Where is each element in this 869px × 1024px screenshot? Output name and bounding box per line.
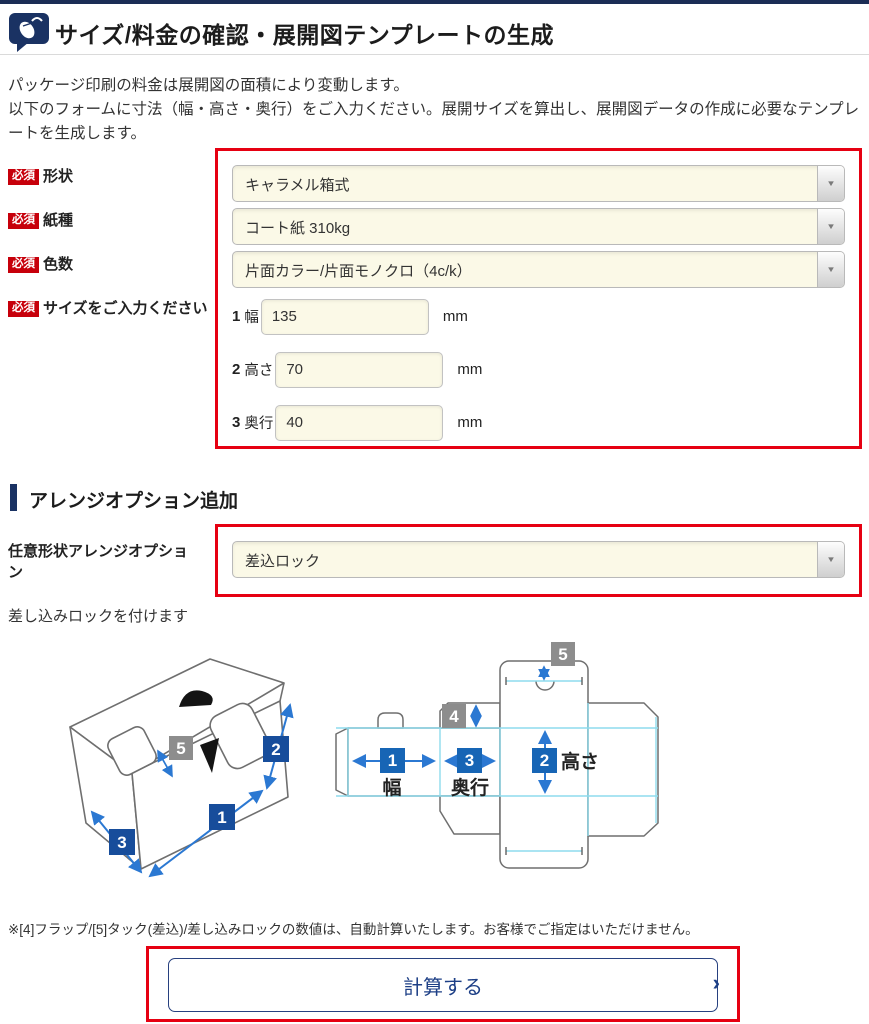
top-border bbox=[0, 0, 869, 4]
label-size-text: サイズをご入力ください bbox=[43, 300, 208, 317]
dimension-badges-flat: 1 3 2 4 5 bbox=[380, 642, 575, 773]
svg-text:4: 4 bbox=[449, 707, 459, 726]
svg-text:高さ: 高さ bbox=[561, 750, 599, 773]
intro-text: パッケージ印刷の料金は展開図の面積により変動します。 以下のフォームに寸法（幅・… bbox=[8, 74, 860, 146]
label-colors-text: 色数 bbox=[43, 256, 74, 273]
height-input[interactable] bbox=[275, 351, 444, 388]
size-row-dimension: 高さ bbox=[244, 363, 274, 379]
title-divider bbox=[0, 54, 869, 55]
form-annotation-box: キャラメル箱式 ▼ コート紙 310kg ▼ 片面カラー/片面モノクロ（4c/k… bbox=[215, 148, 862, 449]
label-arrange-option: 任意形状アレンジオプション bbox=[8, 543, 189, 581]
svg-text:奥行: 奥行 bbox=[451, 776, 489, 799]
calculate-button[interactable]: 計算する bbox=[168, 958, 718, 1012]
svg-text:5: 5 bbox=[176, 739, 185, 758]
fold-lines bbox=[336, 680, 658, 852]
size-row-number: 3 bbox=[232, 414, 241, 431]
shape-select-value: キャラメル箱式 bbox=[245, 177, 350, 194]
required-badge: 必須 bbox=[8, 256, 39, 274]
colors-select[interactable]: 片面カラー/片面モノクロ（4c/k） ▼ bbox=[232, 251, 845, 288]
paper-select-value: コート紙 310kg bbox=[245, 220, 351, 237]
depth-input[interactable] bbox=[275, 404, 444, 441]
size-row-unit: mm bbox=[442, 308, 468, 325]
svg-text:1: 1 bbox=[217, 808, 226, 827]
arrange-option-select-value: 差込ロック bbox=[245, 553, 321, 570]
svg-text:3: 3 bbox=[465, 751, 474, 770]
intro-line-2: 以下のフォームに寸法（幅・高さ・奥行）をご入力ください。展開サイズを算出し、展開… bbox=[8, 101, 860, 142]
lock-slot-cutout bbox=[200, 738, 219, 773]
button-annotation-box: 計算する › bbox=[146, 946, 740, 1022]
dropdown-arrow-icon: ▼ bbox=[817, 166, 844, 201]
shape-select[interactable]: キャラメル箱式 ▼ bbox=[232, 165, 845, 202]
section-title: アレンジオプション追加 bbox=[29, 491, 239, 512]
dieline-illustration: 1 3 2 4 5 幅 奥行 高さ bbox=[330, 633, 662, 888]
svg-text:1: 1 bbox=[388, 751, 397, 770]
svg-text:3: 3 bbox=[117, 833, 126, 852]
svg-text:2: 2 bbox=[271, 740, 280, 759]
arrange-option-description: 差し込みロックを付けます bbox=[8, 608, 189, 625]
dimension-labels: 幅 奥行 高さ bbox=[382, 750, 599, 799]
box-3d-illustration: 5 2 1 3 bbox=[42, 645, 332, 915]
label-shape: 必須形状 bbox=[8, 166, 73, 187]
colors-select-value: 片面カラー/片面モノクロ（4c/k） bbox=[245, 263, 472, 280]
size-row-dimension: 奥行 bbox=[244, 416, 274, 432]
page-title: サイズ/料金の確認・展開図テンプレートの生成 bbox=[55, 22, 555, 48]
option-annotation-box: 差込ロック ▼ bbox=[215, 524, 862, 597]
size-row-depth: 3 奥行 mm bbox=[232, 404, 482, 441]
label-size: 必須サイズをご入力ください bbox=[8, 298, 208, 319]
size-row-number: 1 bbox=[232, 308, 241, 325]
size-row-unit: mm bbox=[457, 361, 483, 378]
label-paper-text: 紙種 bbox=[43, 212, 74, 229]
width-input[interactable] bbox=[260, 298, 429, 335]
required-badge: 必須 bbox=[8, 212, 39, 230]
thumb-hole-cutout bbox=[179, 690, 213, 707]
required-badge: 必須 bbox=[8, 300, 39, 318]
svg-text:5: 5 bbox=[558, 645, 567, 664]
size-row-unit: mm bbox=[457, 414, 483, 431]
intro-line-1: パッケージ印刷の料金は展開図の面積により変動します。 bbox=[8, 77, 409, 94]
label-paper: 必須紙種 bbox=[8, 210, 73, 231]
cut-marks bbox=[505, 677, 583, 855]
svg-text:幅: 幅 bbox=[382, 776, 401, 799]
auto-calc-note: ※[4]フラップ/[5]タック(差込)/差し込みロックの数値は、自動計算いたしま… bbox=[8, 922, 699, 937]
size-row-dimension: 幅 bbox=[244, 310, 259, 326]
dropdown-arrow-icon: ▼ bbox=[817, 209, 844, 244]
dimension-badges-3d: 5 2 1 3 bbox=[109, 736, 289, 855]
mouse-speech-bubble-icon bbox=[8, 11, 52, 58]
paper-select[interactable]: コート紙 310kg ▼ bbox=[232, 208, 845, 245]
size-row-height: 2 高さ mm bbox=[232, 351, 482, 388]
box-3d-outline bbox=[69, 658, 289, 870]
dropdown-arrow-icon: ▼ bbox=[817, 252, 844, 287]
size-row-number: 2 bbox=[232, 361, 241, 378]
arrange-option-select[interactable]: 差込ロック ▼ bbox=[232, 541, 845, 578]
label-shape-text: 形状 bbox=[43, 168, 74, 185]
required-badge: 必須 bbox=[8, 168, 39, 186]
dropdown-arrow-icon: ▼ bbox=[817, 542, 844, 577]
svg-text:2: 2 bbox=[540, 751, 549, 770]
label-colors: 必須色数 bbox=[8, 254, 73, 275]
section-accent-bar bbox=[10, 484, 17, 511]
size-row-width: 1 幅 mm bbox=[232, 298, 468, 335]
